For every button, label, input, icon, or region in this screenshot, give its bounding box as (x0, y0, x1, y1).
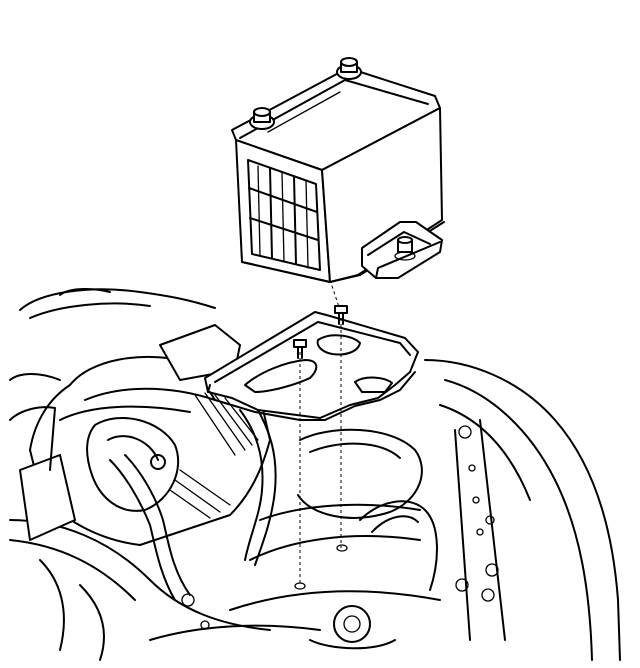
battery-terminal-positive (336, 57, 362, 80)
engine-compartment (9, 288, 621, 661)
air-cleaner-housing (9, 324, 277, 601)
tray-mounting-bolts (293, 279, 348, 586)
battery-hold-down-clamp (361, 221, 443, 279)
clamp-nut (394, 236, 416, 261)
bolt-left (293, 339, 307, 359)
battery-terminal-negative (249, 107, 275, 130)
bolt-right (334, 305, 348, 325)
battery-tray (204, 311, 419, 421)
